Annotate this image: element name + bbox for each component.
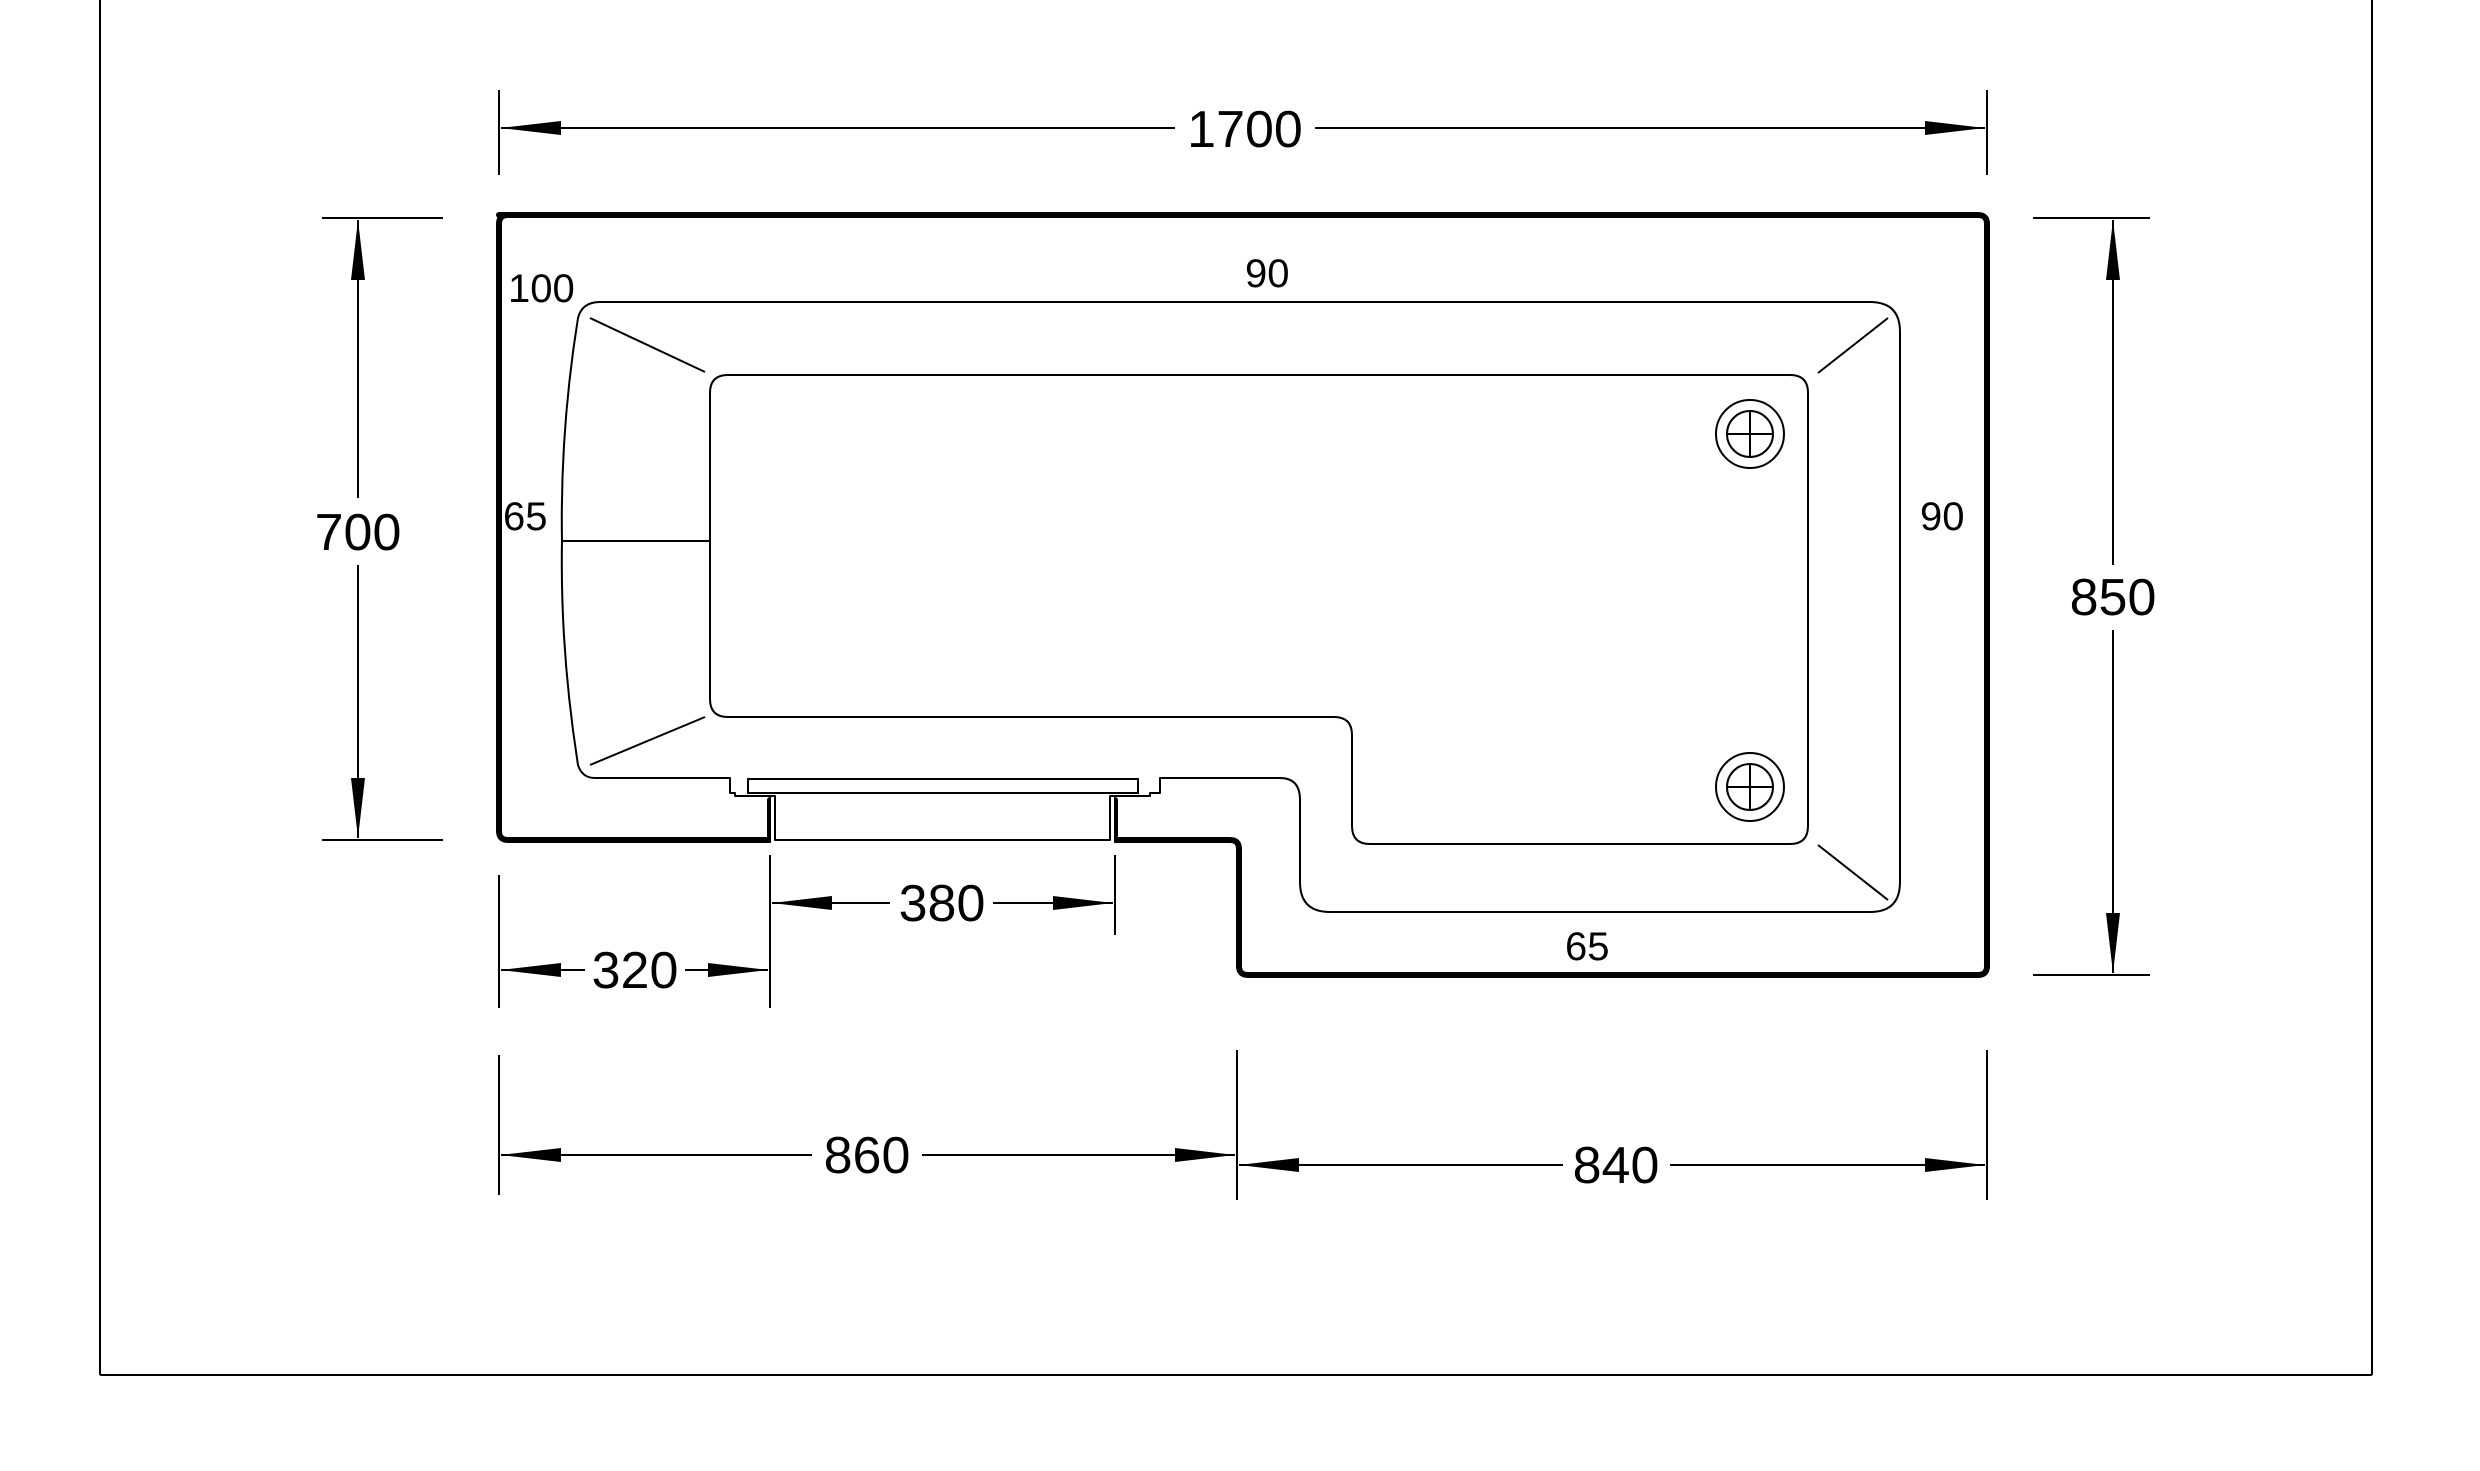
rim-label-top-left: 100 — [508, 267, 575, 311]
dimension-panel-width — [769, 855, 1116, 1008]
front-panel — [747, 778, 1139, 794]
dimension-label-left-height: 700 — [315, 504, 402, 562]
dimension-right-section — [1239, 1050, 1988, 1200]
rim-label-bottom: 65 — [1565, 925, 1610, 969]
dimension-label-right-section: 840 — [1573, 1137, 1660, 1195]
dimension-label-overall-length: 1700 — [1187, 101, 1303, 159]
dimension-overall-length — [498, 90, 1988, 175]
dimension-right-height — [2033, 217, 2150, 976]
panel-opening — [771, 795, 1114, 845]
dimension-left-height — [322, 217, 443, 841]
plus-circle-icon — [1715, 752, 1785, 822]
dimension-left-offset — [498, 875, 768, 1008]
bath-rim-outline — [560, 301, 1901, 913]
bath-outer-outline — [496, 212, 1990, 978]
drawing-frame — [99, 0, 2373, 1376]
rim-label-top: 90 — [1245, 252, 1290, 296]
rim-label-left: 65 — [503, 495, 548, 539]
rim-slope-lines — [563, 317, 1889, 901]
rim-label-right: 90 — [1920, 495, 1965, 539]
dimension-label-left-offset: 320 — [592, 942, 679, 1000]
dimension-label-left-section: 860 — [824, 1127, 911, 1185]
dimension-left-section — [498, 1050, 1238, 1200]
plus-circle-icon — [1715, 399, 1785, 469]
bath-inner-basin — [709, 374, 1809, 845]
dimension-label-right-height: 850 — [2070, 569, 2157, 627]
dimension-label-panel-width: 380 — [899, 875, 986, 933]
